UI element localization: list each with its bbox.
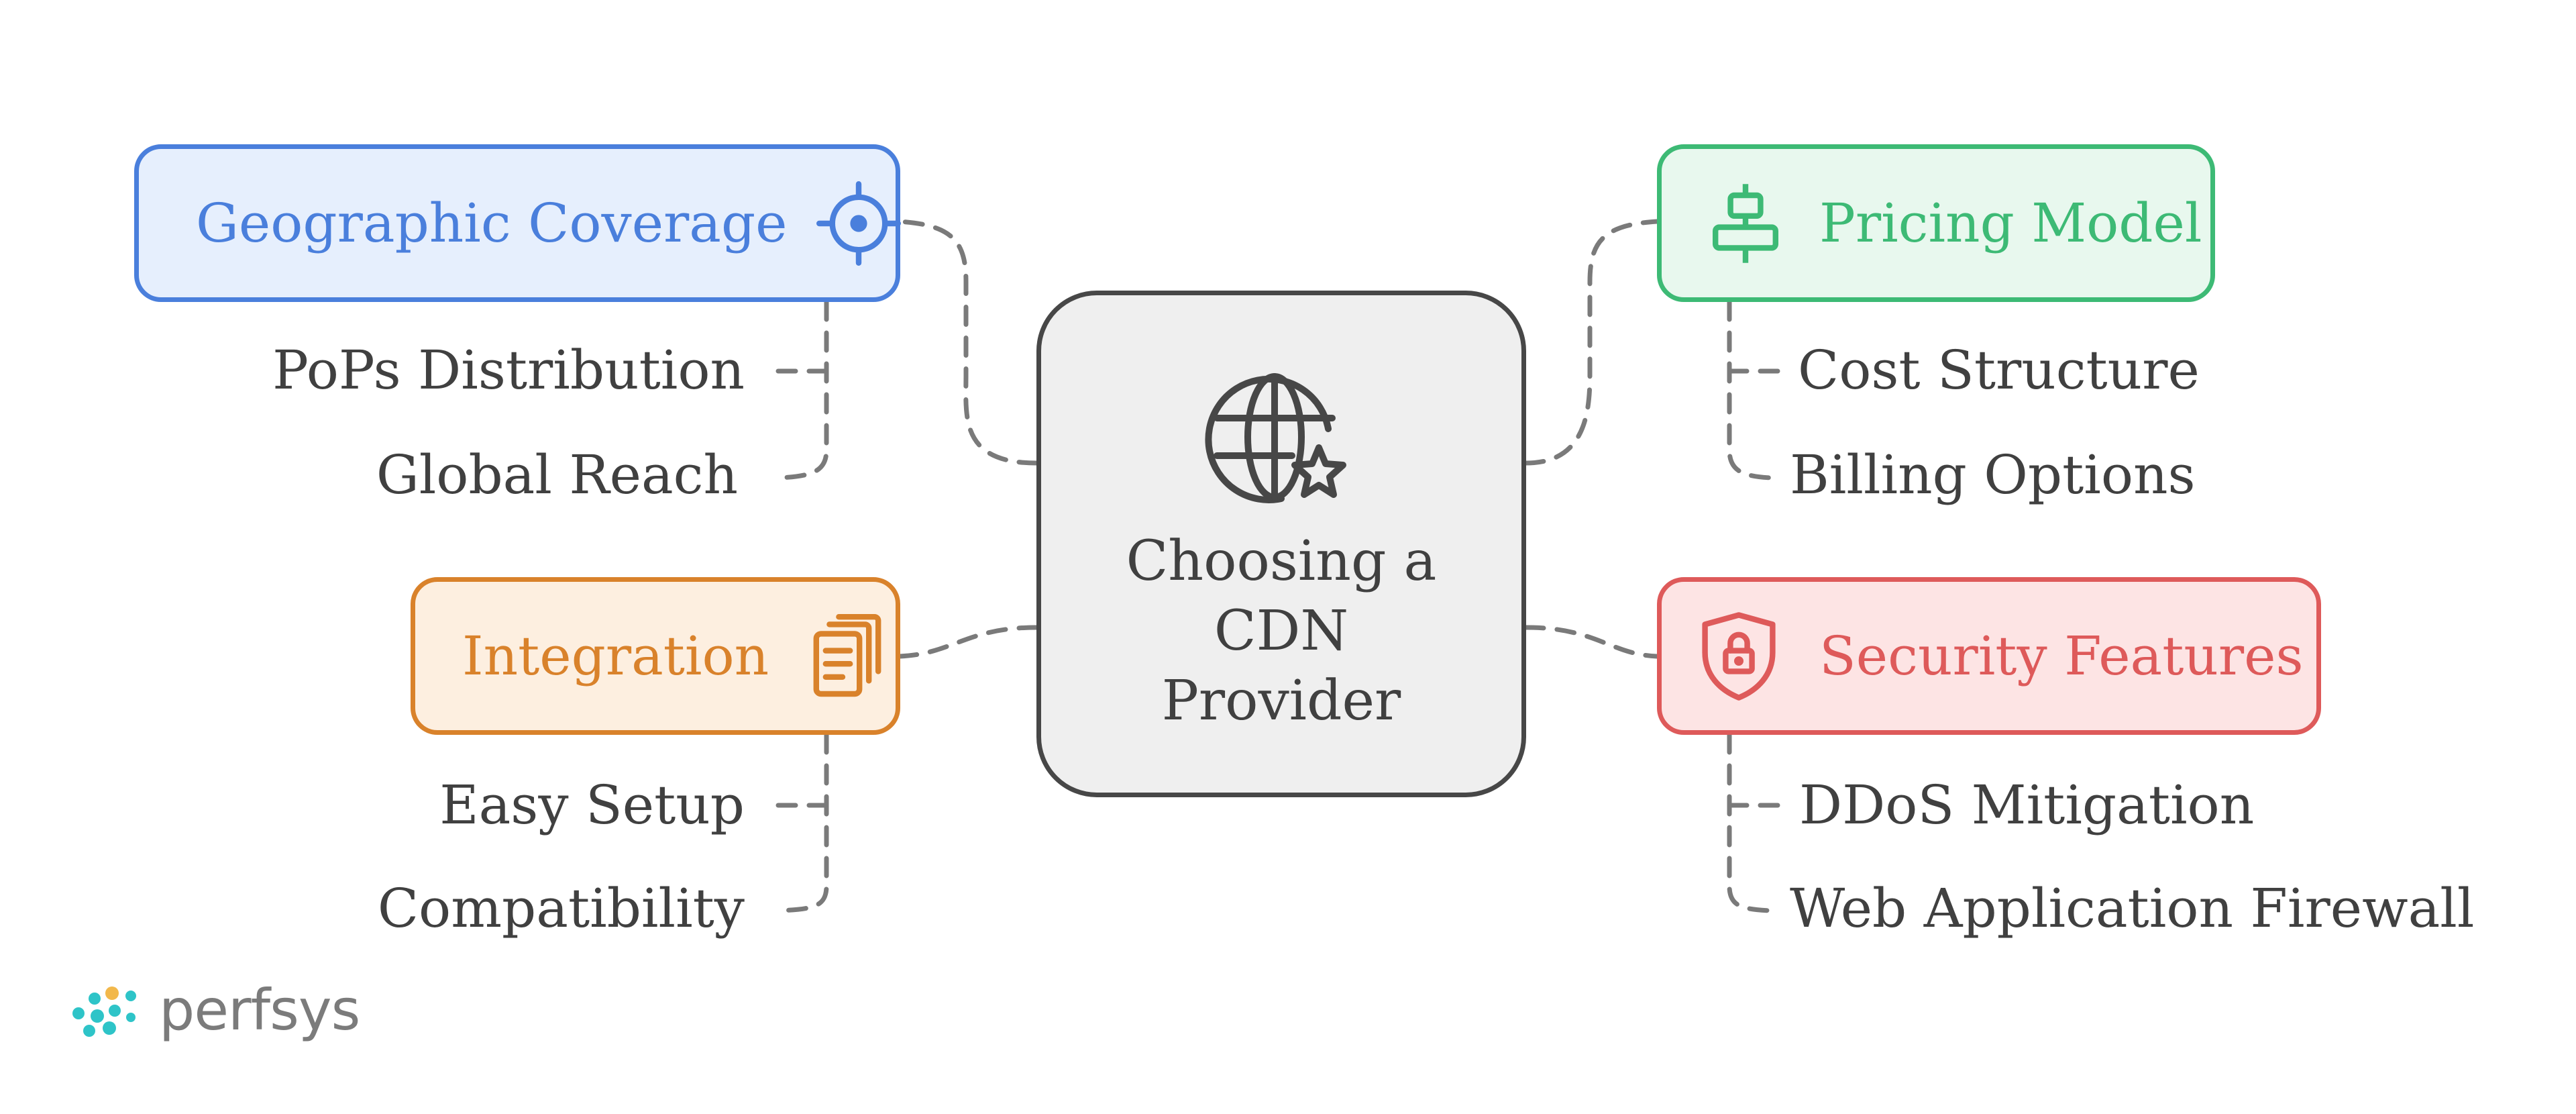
integration-box: Integration: [411, 577, 900, 735]
shield-lock-icon: [1702, 611, 1776, 701]
connector-integration: [896, 625, 1039, 659]
integration-item: Easy Setup: [439, 774, 745, 836]
pricing-item: Billing Options: [1790, 444, 2196, 506]
connector-security: [1523, 625, 1660, 659]
security-features-box: Security Features: [1657, 577, 2321, 735]
security-features-title: Security Features: [1819, 625, 2304, 687]
center-title: Choosing a CDN Provider: [1126, 529, 1437, 733]
connector-pricing-items: [1727, 299, 1774, 480]
connector-security-items: [1727, 732, 1774, 913]
geographic-coverage-box: Geographic Coverage: [134, 144, 901, 302]
perfsys-logo: perfsys: [70, 976, 360, 1044]
dots-logo-icon: [72, 986, 136, 1037]
geographic-coverage-title: Geographic Coverage: [196, 192, 788, 254]
globe-star-icon: [1205, 373, 1346, 503]
geographic-item: Global Reach: [376, 444, 738, 506]
pricing-model-box: Pricing Model: [1657, 144, 2215, 302]
align-center-icon: [1713, 183, 1778, 263]
pricing-model-title: Pricing Model: [1819, 192, 2202, 254]
crosshair-icon: [816, 181, 901, 266]
connector-geographic: [896, 219, 1039, 466]
documents-icon: [813, 613, 881, 697]
center-node: Choosing a CDN Provider: [1036, 291, 1526, 797]
connector-geographic-items: [775, 299, 829, 480]
pricing-item: Cost Structure: [1798, 339, 2200, 401]
security-item: DDoS Mitigation: [1799, 774, 2255, 836]
geographic-item: PoPs Distribution: [272, 339, 745, 401]
connector-pricing: [1523, 219, 1660, 466]
logo-text: perfsys: [159, 977, 360, 1043]
connector-integration-items: [775, 732, 829, 913]
integration-title: Integration: [462, 625, 769, 687]
security-item: Web Application Firewall: [1790, 877, 2475, 940]
integration-item: Compatibility: [377, 877, 745, 940]
